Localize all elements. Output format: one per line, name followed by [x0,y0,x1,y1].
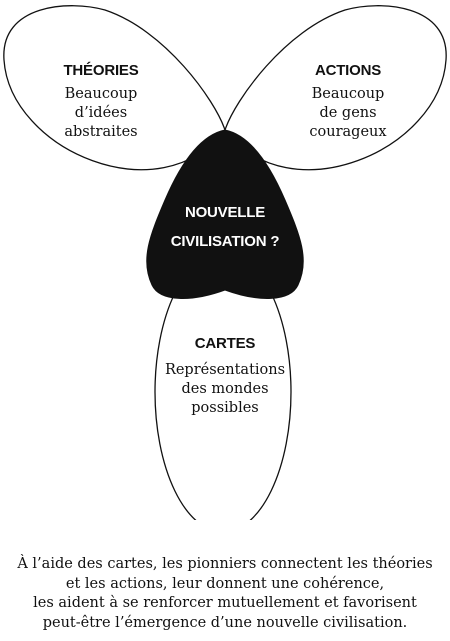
cartes-line-1: Représentations [165,362,285,378]
actions-line-1: Beaucoup [312,86,385,102]
caption-line-4: peut-être l’émergence d’une nouvelle civ… [42,614,408,631]
cartes-line-2: des mondes [181,381,268,397]
actions-line-2: de gens [319,105,376,121]
cartes-title: CARTES [195,335,256,352]
theories-line-2: d’idées [75,105,127,121]
theories-line-1: Beaucoup [65,86,138,102]
petal-theories [3,5,226,171]
petal-actions [224,5,447,171]
actions-line-3: courageux [309,124,386,140]
caption-line-1: À l’aide des cartes, les pionniers conne… [17,556,433,572]
center-line-1: NOUVELLE [185,204,265,221]
center-shape [146,129,304,299]
actions-title: ACTIONS [315,62,381,79]
caption-line-3: les aident à se renforcer mutuellement e… [33,595,417,611]
venn-diagram: THÉORIES Beaucoup d’idées abstraites ACT… [3,5,447,520]
theories-line-3: abstraites [64,124,137,140]
theories-title: THÉORIES [63,62,138,79]
cartes-line-3: possibles [191,400,258,416]
center-line-2: CIVILISATION ? [171,233,280,250]
caption: À l’aide des cartes, les pionniers conne… [0,555,450,633]
caption-line-2: et les actions, leur donnent une cohéren… [65,575,385,592]
